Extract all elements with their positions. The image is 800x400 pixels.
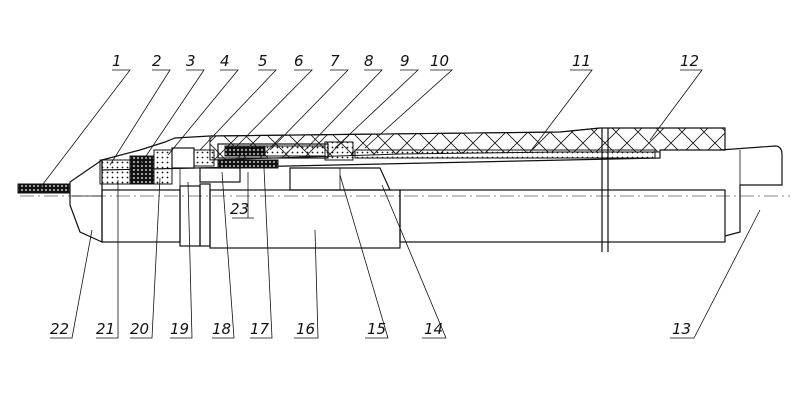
callout-2: 2 — [152, 52, 162, 70]
callout-1: 1 — [112, 52, 122, 70]
callout-20: 20 — [130, 320, 149, 338]
callout-14: 14 — [424, 320, 443, 338]
callout-18: 18 — [212, 320, 231, 338]
callout-12: 12 — [680, 52, 699, 70]
callout-3: 3 — [186, 52, 196, 70]
callout-22: 22 — [50, 320, 69, 338]
piston — [289, 167, 391, 191]
main-tube — [101, 168, 726, 249]
callouts-top: 1 2 3 4 5 6 7 8 9 10 11 12 — [39, 52, 703, 189]
callout-7: 7 — [330, 52, 340, 70]
callout-10: 10 — [430, 52, 449, 70]
callout-inner: 23 — [230, 172, 254, 219]
end-cap — [719, 145, 783, 237]
probe-rod — [17, 183, 71, 194]
clamp-ring — [601, 128, 609, 252]
callout-11: 11 — [572, 52, 591, 70]
nose-internals — [99, 147, 215, 185]
callout-15: 15 — [367, 320, 386, 338]
callout-4: 4 — [220, 52, 230, 70]
callout-23: 23 — [230, 200, 249, 218]
spring-chamber — [199, 141, 354, 183]
callout-9: 9 — [400, 52, 410, 70]
callout-13: 13 — [672, 320, 691, 338]
nose-cone — [69, 158, 103, 243]
callout-5: 5 — [258, 52, 268, 70]
callout-17: 17 — [250, 320, 270, 338]
callout-16: 16 — [296, 320, 315, 338]
inner-rod — [354, 149, 656, 159]
callout-21: 21 — [96, 320, 115, 338]
callouts-bottom: 22 21 20 19 18 17 16 15 14 13 — [50, 167, 761, 339]
callout-19: 19 — [170, 320, 189, 338]
callout-6: 6 — [294, 52, 304, 70]
callout-8: 8 — [364, 52, 374, 70]
